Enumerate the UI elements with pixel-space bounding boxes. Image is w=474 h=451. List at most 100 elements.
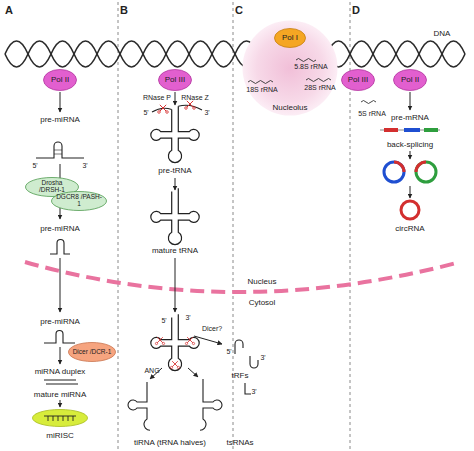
process-arrow	[150, 368, 162, 379]
node-shape	[33, 410, 88, 427]
panel-letter: B	[120, 5, 128, 16]
trna-leader	[152, 108, 172, 112]
rrna-squiggle	[361, 101, 376, 104]
annotation-label: 5'	[143, 109, 148, 116]
exon-segment	[424, 128, 438, 132]
polymerase-ellipse: Pol II	[393, 69, 427, 91]
panel-letter: D	[352, 5, 360, 16]
mirna-hairpins	[36, 142, 84, 384]
trna-half	[200, 379, 222, 430]
dna-strand	[5, 41, 465, 67]
mirna-duplex	[44, 380, 78, 384]
mirna-strand	[44, 416, 76, 421]
annotation-label: Dicer?	[202, 325, 222, 332]
trna-cloverleaf	[151, 314, 199, 370]
node-text: miRISC	[46, 432, 74, 440]
process-arrow	[175, 178, 176, 190]
pre-mirna-hairpin	[50, 240, 70, 255]
polymerase-ellipse: Pol III	[341, 69, 375, 91]
rrna-squiggle	[306, 79, 331, 82]
node-text: Drosha /DRSH-1	[30, 180, 74, 194]
annotation-label: Nucleus	[248, 278, 277, 286]
enzyme-ellipse: Dicer /DCR-1	[68, 342, 116, 362]
rrna-squiggle	[296, 59, 316, 62]
annotation-label: pre-miRNA	[40, 225, 80, 233]
annotation-label: circRNA	[395, 225, 424, 233]
circrna-ring	[416, 162, 436, 182]
annotation-label: 5S rRNA	[358, 110, 386, 117]
trna-cloverleaf	[151, 106, 199, 162]
trna-cloverleaf	[151, 188, 199, 244]
node-text: 5.8S rRNA	[294, 63, 327, 70]
trna-trailer	[178, 105, 202, 110]
hairpin-pairs	[54, 150, 62, 154]
trf-fragment	[235, 340, 243, 354]
scissors-symbol	[155, 337, 164, 344]
process-arrow	[188, 368, 198, 377]
annotation-label: pre-mRNA	[391, 114, 429, 122]
panel-letter: C	[235, 5, 243, 16]
column-divider	[233, 2, 234, 449]
node-shape	[243, 21, 338, 116]
trna-half	[128, 379, 150, 430]
trna-half	[178, 379, 222, 430]
annotation-label: 3'	[82, 162, 87, 169]
pre-trna	[151, 101, 202, 163]
dna-strand	[5, 41, 465, 67]
node-text: Pol III	[165, 76, 185, 84]
pre-mirna-hairpin	[44, 331, 75, 344]
polymerase-ellipse: Pol I	[274, 28, 306, 48]
annotation-label: RNase P	[143, 94, 171, 101]
annotation-label: 3'	[185, 314, 190, 321]
scissors-symbol	[170, 361, 179, 368]
column-divider	[350, 2, 351, 449]
process-arrows	[60, 92, 410, 407]
nuclear-envelope	[25, 262, 460, 292]
process-arrow	[410, 186, 411, 198]
node-shape	[159, 70, 192, 91]
circrna-segment	[416, 162, 426, 172]
node-shape	[342, 70, 375, 91]
cleaved-trna	[151, 314, 199, 370]
annotation-label: 5'	[161, 317, 166, 324]
exon-segment	[384, 128, 398, 132]
scissors-symbol	[158, 105, 169, 113]
annotation-label: tiRNA (tRNA halves)	[134, 439, 206, 447]
intron-line	[380, 130, 440, 131]
annotation-label: Cytosol	[249, 299, 276, 307]
node-text: Nucleolus	[272, 104, 307, 112]
circrna-ring	[401, 201, 419, 219]
polymerase-ellipse: Pol II	[43, 69, 77, 91]
process-arrow	[410, 92, 411, 110]
polymerase-ellipse: Pol III	[158, 69, 192, 91]
node-text: Pol II	[401, 76, 419, 84]
annotation-label: tsRNAs	[226, 439, 253, 447]
process-arrow	[60, 400, 61, 407]
node-text: Pol III	[348, 76, 368, 84]
annotation-label: DNA	[434, 30, 451, 38]
process-arrow	[410, 151, 411, 159]
annotation-label: mature miRNA	[34, 391, 86, 399]
column-divider	[118, 2, 119, 449]
node-text: Dicer /DCR-1	[72, 349, 112, 356]
annotation-label: miRNA duplex	[35, 368, 86, 376]
enzyme-ellipse: DGCR8 /PASH-1	[51, 191, 107, 211]
trna-half	[128, 379, 172, 430]
node-outline	[32, 409, 88, 427]
process-arrow	[175, 258, 176, 312]
node-text: 28S rRNA	[304, 84, 336, 91]
process-arrow	[194, 336, 222, 344]
rrna-transcripts	[248, 59, 376, 104]
scissors-symbol	[185, 337, 194, 344]
annotation-label: pre-miRNA	[40, 318, 80, 326]
node-text: 18S rRNA	[246, 86, 278, 93]
annotation-label: mature tRNA	[152, 247, 198, 255]
annotation-label: RNase Z	[181, 94, 209, 101]
circrna-segment	[394, 162, 404, 172]
node-text: Pol II	[51, 76, 69, 84]
node-shape	[69, 343, 116, 362]
